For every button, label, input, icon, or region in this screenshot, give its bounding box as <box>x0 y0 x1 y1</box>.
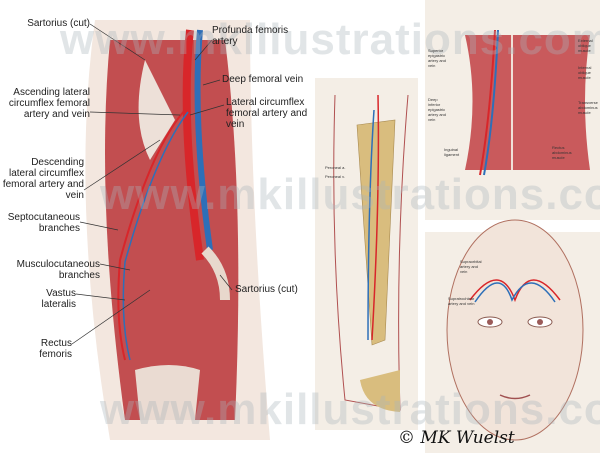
label-internal-oblique: Internal oblique muscle <box>578 65 592 80</box>
label-rectus-femoris: Rectus femoris <box>39 338 72 360</box>
label-deep-femoral-vein: Deep femoral vein <box>222 74 304 85</box>
epigastric-vein <box>483 29 499 176</box>
leader-lines <box>71 23 233 345</box>
watermark: www.mkillustrations.com <box>100 170 600 219</box>
label-descending-lcf: Descending lateral circumflex femoral ar… <box>2 157 84 201</box>
label-sartorius-cut: Sartorius (cut) <box>27 18 90 29</box>
label-profunda-femoris: Profunda femoris artery <box>212 25 289 47</box>
epigastric-artery <box>479 29 496 176</box>
profunda-artery <box>182 29 204 261</box>
descending-branch-vein <box>122 111 189 361</box>
supraorbital-artery <box>469 279 561 303</box>
label-supratrochlear: Supratrochlear artery and vein <box>448 296 475 306</box>
sartorius-cut <box>201 246 230 301</box>
label-peroneal-artery: Peroneal a. <box>325 165 346 170</box>
label-lateral-circumflex: Lateral circumflex femoral artery and ve… <box>226 97 308 130</box>
supratrochlear-vein <box>474 282 556 303</box>
foot-bones <box>360 370 400 412</box>
label-inguinal-ligament: Inguinal ligament <box>444 147 460 157</box>
watermark: www.mkillustrations.com <box>100 385 600 434</box>
thigh-muscles <box>105 40 239 420</box>
fascia <box>138 60 175 160</box>
label-ascending-lcf: Ascending lateral circumflex femoral art… <box>8 87 90 120</box>
leg-outline <box>333 94 409 411</box>
tibia-fibula <box>356 119 396 346</box>
deep-femoral-vein <box>194 29 213 251</box>
head <box>446 219 584 441</box>
knee-tendon <box>135 365 200 420</box>
label-musculocutaneous: Musculocutaneous branches <box>16 259 100 281</box>
label-superior-epigastric: Superior epigastric artery and vein <box>428 48 447 68</box>
mouth <box>499 394 531 400</box>
artist-signature: © MK Wuelst <box>398 428 515 448</box>
label-rectus-abdominus: Rectus abdominus muscle <box>552 145 572 160</box>
label-deep-inferior-epigastric: Deep inferior epigastric artery and vein <box>428 97 447 122</box>
label-peroneal-vein: Peroneal v. <box>325 174 345 179</box>
label-vastus-lateralis: Vastus lateralis <box>41 288 76 310</box>
peroneal-vein <box>367 109 375 341</box>
label-sartorius-cut-right: Sartorius (cut) <box>235 284 298 295</box>
watermark: www.mkillustrations.com <box>60 15 600 64</box>
label-supraorbital: Supraorbital artery and vein <box>460 259 482 274</box>
label-septocutaneous: Septocutaneous branches <box>7 212 80 234</box>
descending-branch-artery <box>117 109 186 361</box>
label-external-oblique: External oblique muscle <box>578 38 593 53</box>
label-transverse-abdominus: Transverse abdominus muscle <box>578 100 598 115</box>
peroneal-artery <box>371 94 380 341</box>
